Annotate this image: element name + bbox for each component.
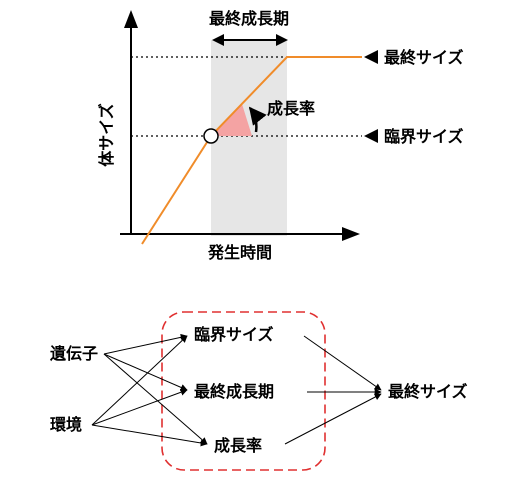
arrow-critical-size-to-final-size [303, 335, 382, 391]
growth-rate-angle-arrow [248, 106, 267, 133]
critical-point-marker [203, 128, 219, 144]
arrow-growth-rate-to-final-size [284, 393, 382, 445]
factors-dashed-box [161, 311, 326, 471]
final-size-pointer-icon [364, 50, 378, 64]
y-axis-label: 体サイズ [97, 103, 116, 167]
x-axis-arrowhead [342, 227, 360, 241]
growth-rate-angle-wedge [211, 104, 252, 136]
result-label-final-size: 最終サイズ [388, 382, 468, 401]
factor-label-final-growth-period: 最終成長期 [194, 382, 274, 401]
final-growth-period-band [211, 40, 287, 236]
source-label-genes: 遺伝子 [50, 344, 98, 363]
y-axis-arrowhead [124, 10, 138, 28]
critical-size-label: 臨界サイズ [384, 127, 464, 146]
arrow-genes-to-final-growth-period [103, 353, 188, 391]
source-label-environment: 環境 [50, 415, 82, 434]
growth-curve [141, 56, 362, 245]
arrow-environment-to-final-growth-period [91, 388, 188, 426]
period-arrow-left-head [212, 34, 224, 46]
arrow-environment-to-growth-rate [91, 424, 208, 447]
arrow-genes-to-critical-size [103, 333, 188, 355]
final-size-label: 最終サイズ [384, 48, 464, 67]
x-axis-label: 発生時間 [207, 243, 272, 262]
factor-label-critical-size: 臨界サイズ [194, 325, 274, 344]
growth-rate-label: 成長率 [267, 99, 315, 118]
arrow-environment-to-critical-size [91, 335, 188, 426]
arrow-genes-to-growth-rate [103, 353, 208, 445]
final-growth-period-label: 最終成長期 [209, 9, 289, 28]
period-arrow-right-head [276, 34, 288, 46]
factor-label-growth-rate: 成長率 [214, 436, 262, 455]
critical-size-pointer-icon [364, 129, 378, 143]
